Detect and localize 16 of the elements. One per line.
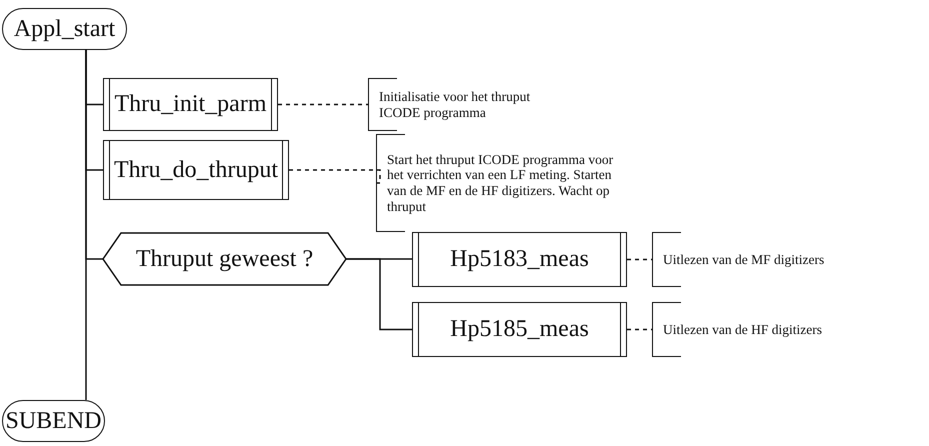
connector-line — [85, 50, 87, 400]
dashed-connector — [627, 258, 652, 260]
end-terminal: SUBEND — [2, 400, 105, 442]
start-terminal: Appl_start — [2, 8, 127, 50]
comment-bracket: Uitlezen van de HF digitizers — [652, 302, 922, 357]
subroutine-box: Hp5185_meas — [412, 302, 627, 357]
dashed-connector — [278, 104, 368, 106]
comment-bracket: Uitlezen van de MF digitizers — [652, 232, 922, 287]
subroutine-box: Thru_init_parm — [103, 78, 278, 131]
subroutine-box: Thru_do_thruput — [103, 140, 289, 200]
dashed-connector — [289, 169, 381, 184]
dashed-connector — [627, 328, 652, 330]
subroutine-box: Hp5183_meas — [412, 232, 627, 287]
comment-bracket: Initialisatie voor het thruput ICODE programma — [368, 78, 548, 131]
connector-line — [346, 258, 412, 330]
decision-hexagon: Thruput geweest ? — [103, 233, 346, 285]
